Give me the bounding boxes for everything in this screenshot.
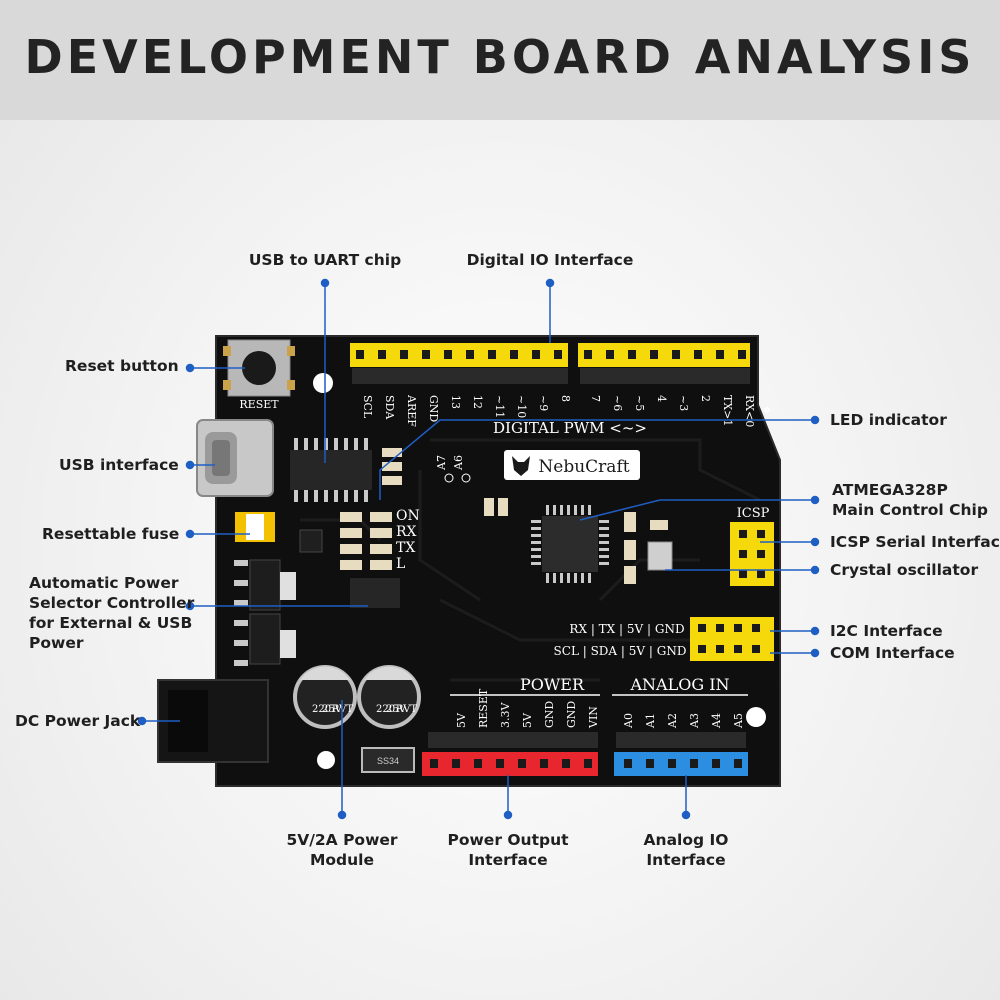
callout-power-selector-2: Selector Controller <box>29 594 195 612</box>
crystal-oscillator <box>647 541 673 571</box>
led-label-l: L <box>396 556 405 572</box>
callout-power-selector-3: for External & USB <box>29 614 193 632</box>
pin-label: SCL <box>361 395 374 419</box>
pin-label: 7 <box>589 395 602 402</box>
pin-label: GND <box>427 395 440 422</box>
mount-hole <box>746 707 766 727</box>
power-pin-label: GND <box>543 701 556 728</box>
power-pin-label: RESET <box>477 688 490 728</box>
pin-label: 12 <box>471 395 484 409</box>
capacitor <box>293 665 357 729</box>
reset-silk-label: RESET <box>239 398 279 411</box>
analog-pin-label: A0 <box>622 713 635 729</box>
mount-hole <box>317 751 335 769</box>
callout-led-indicator: LED indicator <box>830 411 947 429</box>
callout-power-selector-1: Automatic Power <box>29 574 179 592</box>
callout-power-module-1: 5V/2A Power <box>286 831 398 849</box>
pin-label: ~6 <box>611 395 624 411</box>
digital-header-left <box>350 343 568 367</box>
fox-icon <box>512 456 530 476</box>
power-pin-label: 3.3V <box>499 702 512 728</box>
mount-hole <box>313 373 333 393</box>
callout-icsp: ICSP Serial Interface <box>830 533 1000 551</box>
com-silk: SCL | SDA | 5V | GND <box>554 644 687 658</box>
pin-label: ~3 <box>677 395 690 411</box>
svg-text:A6: A6 <box>452 455 465 471</box>
pin-label: SDA <box>383 395 396 420</box>
power-pin-label: 5V <box>521 712 534 728</box>
brand-name: NebuCraft <box>538 457 629 477</box>
analog-pin-label: A2 <box>666 713 679 729</box>
analog-pin-label: A3 <box>688 713 701 729</box>
mcu-chip <box>542 516 598 572</box>
page-title: DEVELOPMENT BOARD ANALYSIS <box>24 30 976 84</box>
capacitor <box>357 665 421 729</box>
callout-power-module-2: Module <box>309 851 375 869</box>
pin-label: TX>1 <box>721 395 734 426</box>
callout-crystal: Crystal oscillator <box>830 561 979 579</box>
led-label-tx: TX <box>396 540 415 556</box>
pin-label: 4 <box>655 395 668 402</box>
analog-pin-label: A4 <box>710 713 723 729</box>
led-label-rx: RX <box>396 524 417 540</box>
power-pin-label: VIN <box>587 706 600 729</box>
svg-text:A7: A7 <box>435 455 448 471</box>
analog-in-silk: ANALOG IN <box>629 675 729 694</box>
svg-text:RVT: RVT <box>396 704 417 715</box>
pin-label: ~5 <box>633 395 646 411</box>
svg-text:25V: 25V <box>386 704 407 715</box>
usb-uart-chip <box>290 450 372 490</box>
i2c-silk: RX | TX | 5V | GND <box>569 622 684 636</box>
callout-reset-button: Reset button <box>65 357 179 375</box>
brand-logo-box <box>504 450 640 480</box>
callout-mcu-line1: ATMEGA328P <box>832 481 948 499</box>
digital-header-holes <box>356 350 746 359</box>
callout-fuse: Resettable fuse <box>42 525 180 543</box>
pin-label: ~10 <box>515 395 528 418</box>
svg-text:25V: 25V <box>322 704 343 715</box>
digital-pwm-silk: DIGITAL PWM <~> <box>493 419 647 437</box>
callout-analog-io-2: Interface <box>646 851 726 869</box>
callout-usb-uart: USB to UART chip <box>248 251 402 269</box>
callout-power-output-2: Interface <box>468 851 548 869</box>
callout-mcu-line2: Main Control Chip <box>832 501 988 519</box>
callout-power-output-1: Power Output <box>447 831 569 849</box>
svg-text:SS34: SS34 <box>377 756 399 766</box>
pin-label: ~9 <box>537 395 550 411</box>
callout-usb-interface: USB interface <box>59 456 179 474</box>
pin-label: 2 <box>699 395 712 402</box>
pin-label: 8 <box>559 395 572 402</box>
power-selector-chip <box>350 578 400 608</box>
analog-header <box>614 752 748 776</box>
callout-power-selector-4: Power <box>29 634 84 652</box>
pin-label: 13 <box>449 395 462 409</box>
analog-pin-label: A5 <box>732 713 745 729</box>
analog-pin-label: A1 <box>644 713 657 729</box>
led-label-on: ON <box>396 508 420 524</box>
callout-dc-jack: DC Power Jack <box>15 712 141 730</box>
svg-text:220: 220 <box>312 704 331 715</box>
pin-label: AREF <box>405 394 418 427</box>
callout-i2c: I2C Interface <box>830 622 943 640</box>
power-diode <box>361 747 415 773</box>
power-silk: POWER <box>520 675 585 694</box>
icsp-header <box>730 522 774 586</box>
svg-text:220: 220 <box>376 704 395 715</box>
mount-hole <box>764 407 770 413</box>
callout-com: COM Interface <box>830 644 955 662</box>
callout-analog-io-1: Analog IO <box>643 831 729 849</box>
icsp-silk: ICSP <box>737 506 770 521</box>
power-pin-label: GND <box>565 701 578 728</box>
title-banner: DEVELOPMENT BOARD ANALYSIS <box>0 0 1000 120</box>
power-pin-label: 5V <box>455 712 468 728</box>
pin-label: ~11 <box>493 395 506 418</box>
callout-digital-io: Digital IO Interface <box>466 251 634 269</box>
reset-button-cap <box>242 351 276 385</box>
